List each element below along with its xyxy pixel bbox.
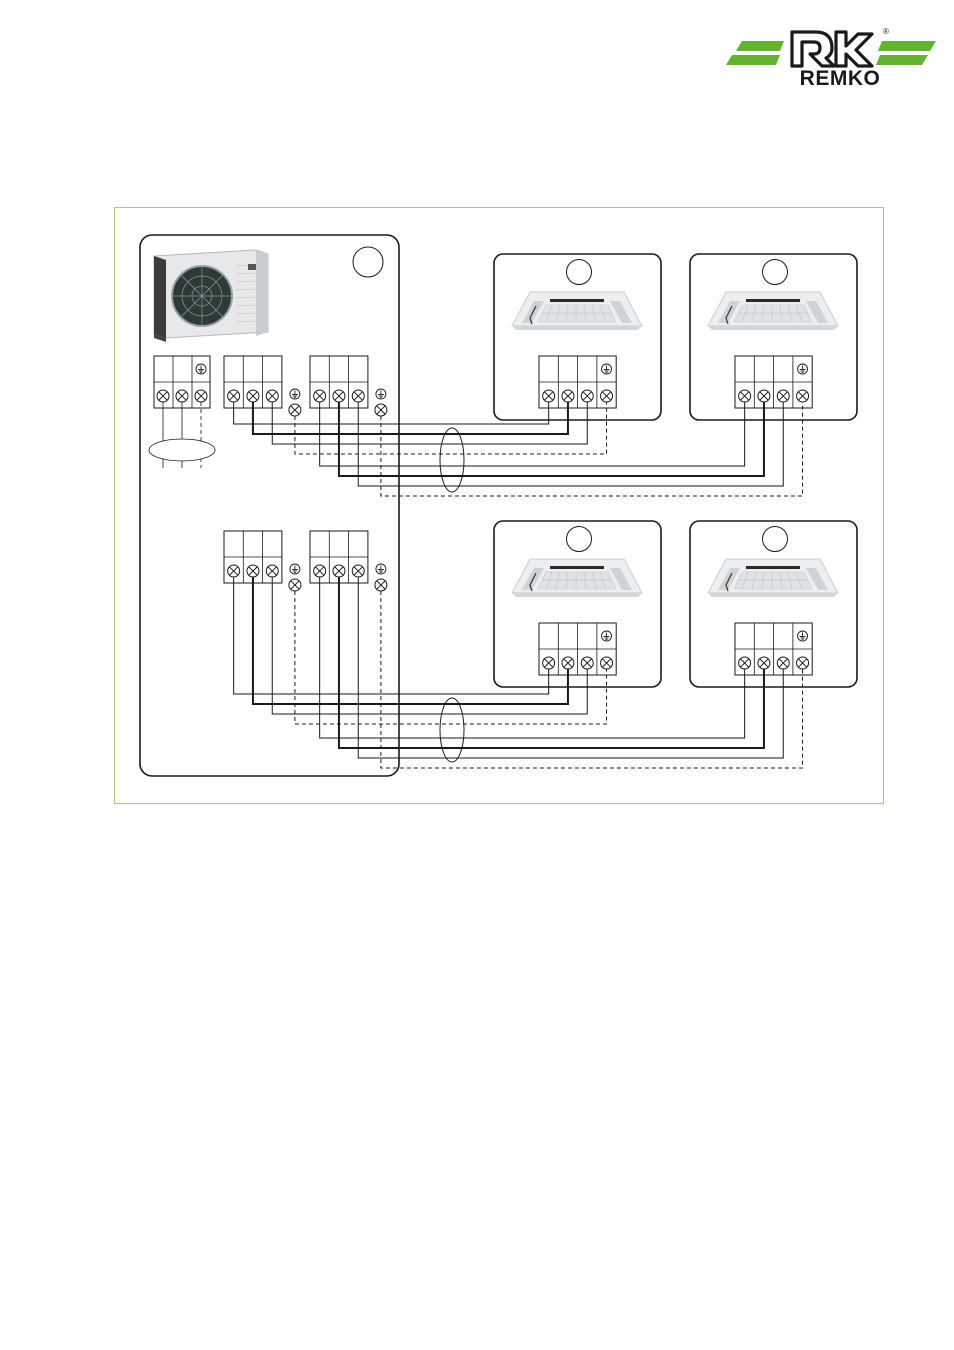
screw-terminal-icon: [542, 656, 556, 670]
indoor-unit-panel: [689, 253, 858, 421]
screw-terminal-icon: [265, 389, 279, 403]
indoor-unit-2: [689, 253, 858, 421]
signal-wire: [357, 402, 784, 487]
signal-wire: [251, 577, 569, 705]
screw-terminal-icon: [194, 389, 208, 403]
ceiling-cassette-icon: [707, 558, 839, 598]
screw-terminal-icon: [796, 389, 810, 403]
indoor-unit-3: [493, 520, 662, 688]
indoor-unit-marker: [566, 259, 592, 285]
registered-mark: ®: [883, 27, 889, 36]
screw-terminal-icon: [374, 578, 388, 592]
signal-wire: [337, 577, 765, 749]
outdoor-power-terminal-block: [153, 355, 211, 409]
screw-terminal-icon: [332, 564, 346, 578]
screw-terminal-icon: [288, 403, 302, 417]
indoor-unit-panel: [493, 520, 662, 688]
screw-terminal-icon: [246, 564, 260, 578]
screw-terminal-icon: [757, 389, 771, 403]
signal-wire: [319, 577, 746, 739]
ceiling-cassette-icon: [511, 291, 643, 331]
screw-terminal-icon: [738, 389, 752, 403]
signal-wire: [251, 402, 569, 435]
outdoor-condenser-icon: [153, 249, 269, 342]
logo-stripe-top-right: [878, 41, 936, 51]
outdoor-unit-panel: [139, 234, 400, 777]
remko-logo: [726, 30, 936, 68]
logo-wordmark: REMKO: [799, 67, 881, 90]
signal-wire: [271, 577, 588, 715]
earth-ground-icon: [375, 563, 387, 575]
indoor-unit-1: [493, 253, 662, 421]
signal-wire: [233, 402, 550, 425]
earth-ground-icon: [797, 363, 808, 375]
screw-terminal-icon: [580, 656, 594, 670]
cable-bundle-ellipse-icon: [439, 427, 465, 493]
logo-mark: [790, 30, 874, 68]
screw-terminal-icon: [227, 564, 241, 578]
screw-terminal-icon: [757, 656, 771, 670]
signal-wire: [233, 577, 550, 695]
earth-ground-icon: [289, 563, 301, 575]
screw-terminal-icon: [246, 389, 260, 403]
outdoor-zone-terminal-block: [309, 530, 388, 592]
screw-terminal-icon: [351, 389, 365, 403]
screw-terminal-icon: [776, 389, 790, 403]
indoor-unit-panel: [689, 520, 858, 688]
signal-wire: [337, 402, 765, 477]
indoor-unit-marker: [762, 259, 788, 285]
outdoor-zone-terminal-block: [309, 355, 388, 417]
screw-terminal-icon: [288, 578, 302, 592]
signal-wire: [271, 402, 588, 445]
screw-terminal-icon: [561, 389, 575, 403]
screw-terminal-icon: [175, 389, 189, 403]
earth-wire: [380, 591, 804, 769]
cable-bundle-ellipse-icon: [439, 697, 465, 763]
screw-terminal-icon: [265, 564, 279, 578]
indoor-unit-panel: [493, 253, 662, 421]
earth-ground-icon: [601, 363, 612, 375]
screw-terminal-icon: [600, 656, 614, 670]
screw-terminal-icon: [332, 389, 346, 403]
earth-ground-icon: [601, 630, 612, 642]
screw-terminal-icon: [374, 403, 388, 417]
earth-ground-icon: [195, 363, 207, 375]
diagram-frame: [114, 207, 884, 804]
logo-stripe-top-left: [736, 41, 784, 51]
earth-ground-icon: [375, 388, 387, 400]
screw-terminal-icon: [313, 564, 327, 578]
screw-terminal-icon: [796, 656, 810, 670]
screw-terminal-icon: [738, 656, 752, 670]
screw-terminal-icon: [561, 656, 575, 670]
screw-terminal-icon: [600, 389, 614, 403]
screw-terminal-icon: [227, 389, 241, 403]
ceiling-cassette-icon: [511, 558, 643, 598]
outdoor-unit-marker: [352, 246, 384, 278]
screw-terminal-icon: [351, 564, 365, 578]
earth-ground-icon: [797, 630, 808, 642]
signal-wire: [319, 402, 746, 467]
earth-wire: [380, 402, 804, 497]
indoor-unit-4: [689, 520, 858, 688]
earth-ground-icon: [289, 388, 301, 400]
indoor-unit-marker: [762, 526, 788, 552]
outdoor-zone-terminal-block: [223, 530, 302, 592]
indoor-unit-marker: [566, 526, 592, 552]
signal-wire: [357, 577, 784, 759]
power-supply-cable: [148, 402, 216, 468]
screw-terminal-icon: [776, 656, 790, 670]
ceiling-cassette-icon: [707, 291, 839, 331]
screw-terminal-icon: [542, 389, 556, 403]
earth-wire: [294, 591, 608, 725]
logo-stripe-bottom-left: [726, 55, 780, 65]
logo-stripe-bottom-right: [876, 55, 928, 65]
outdoor-zone-terminal-block: [223, 355, 302, 417]
screw-terminal-icon: [156, 389, 170, 403]
cable-bundle-ellipse-icon: [148, 438, 216, 462]
screw-terminal-icon: [313, 389, 327, 403]
screw-terminal-icon: [580, 389, 594, 403]
